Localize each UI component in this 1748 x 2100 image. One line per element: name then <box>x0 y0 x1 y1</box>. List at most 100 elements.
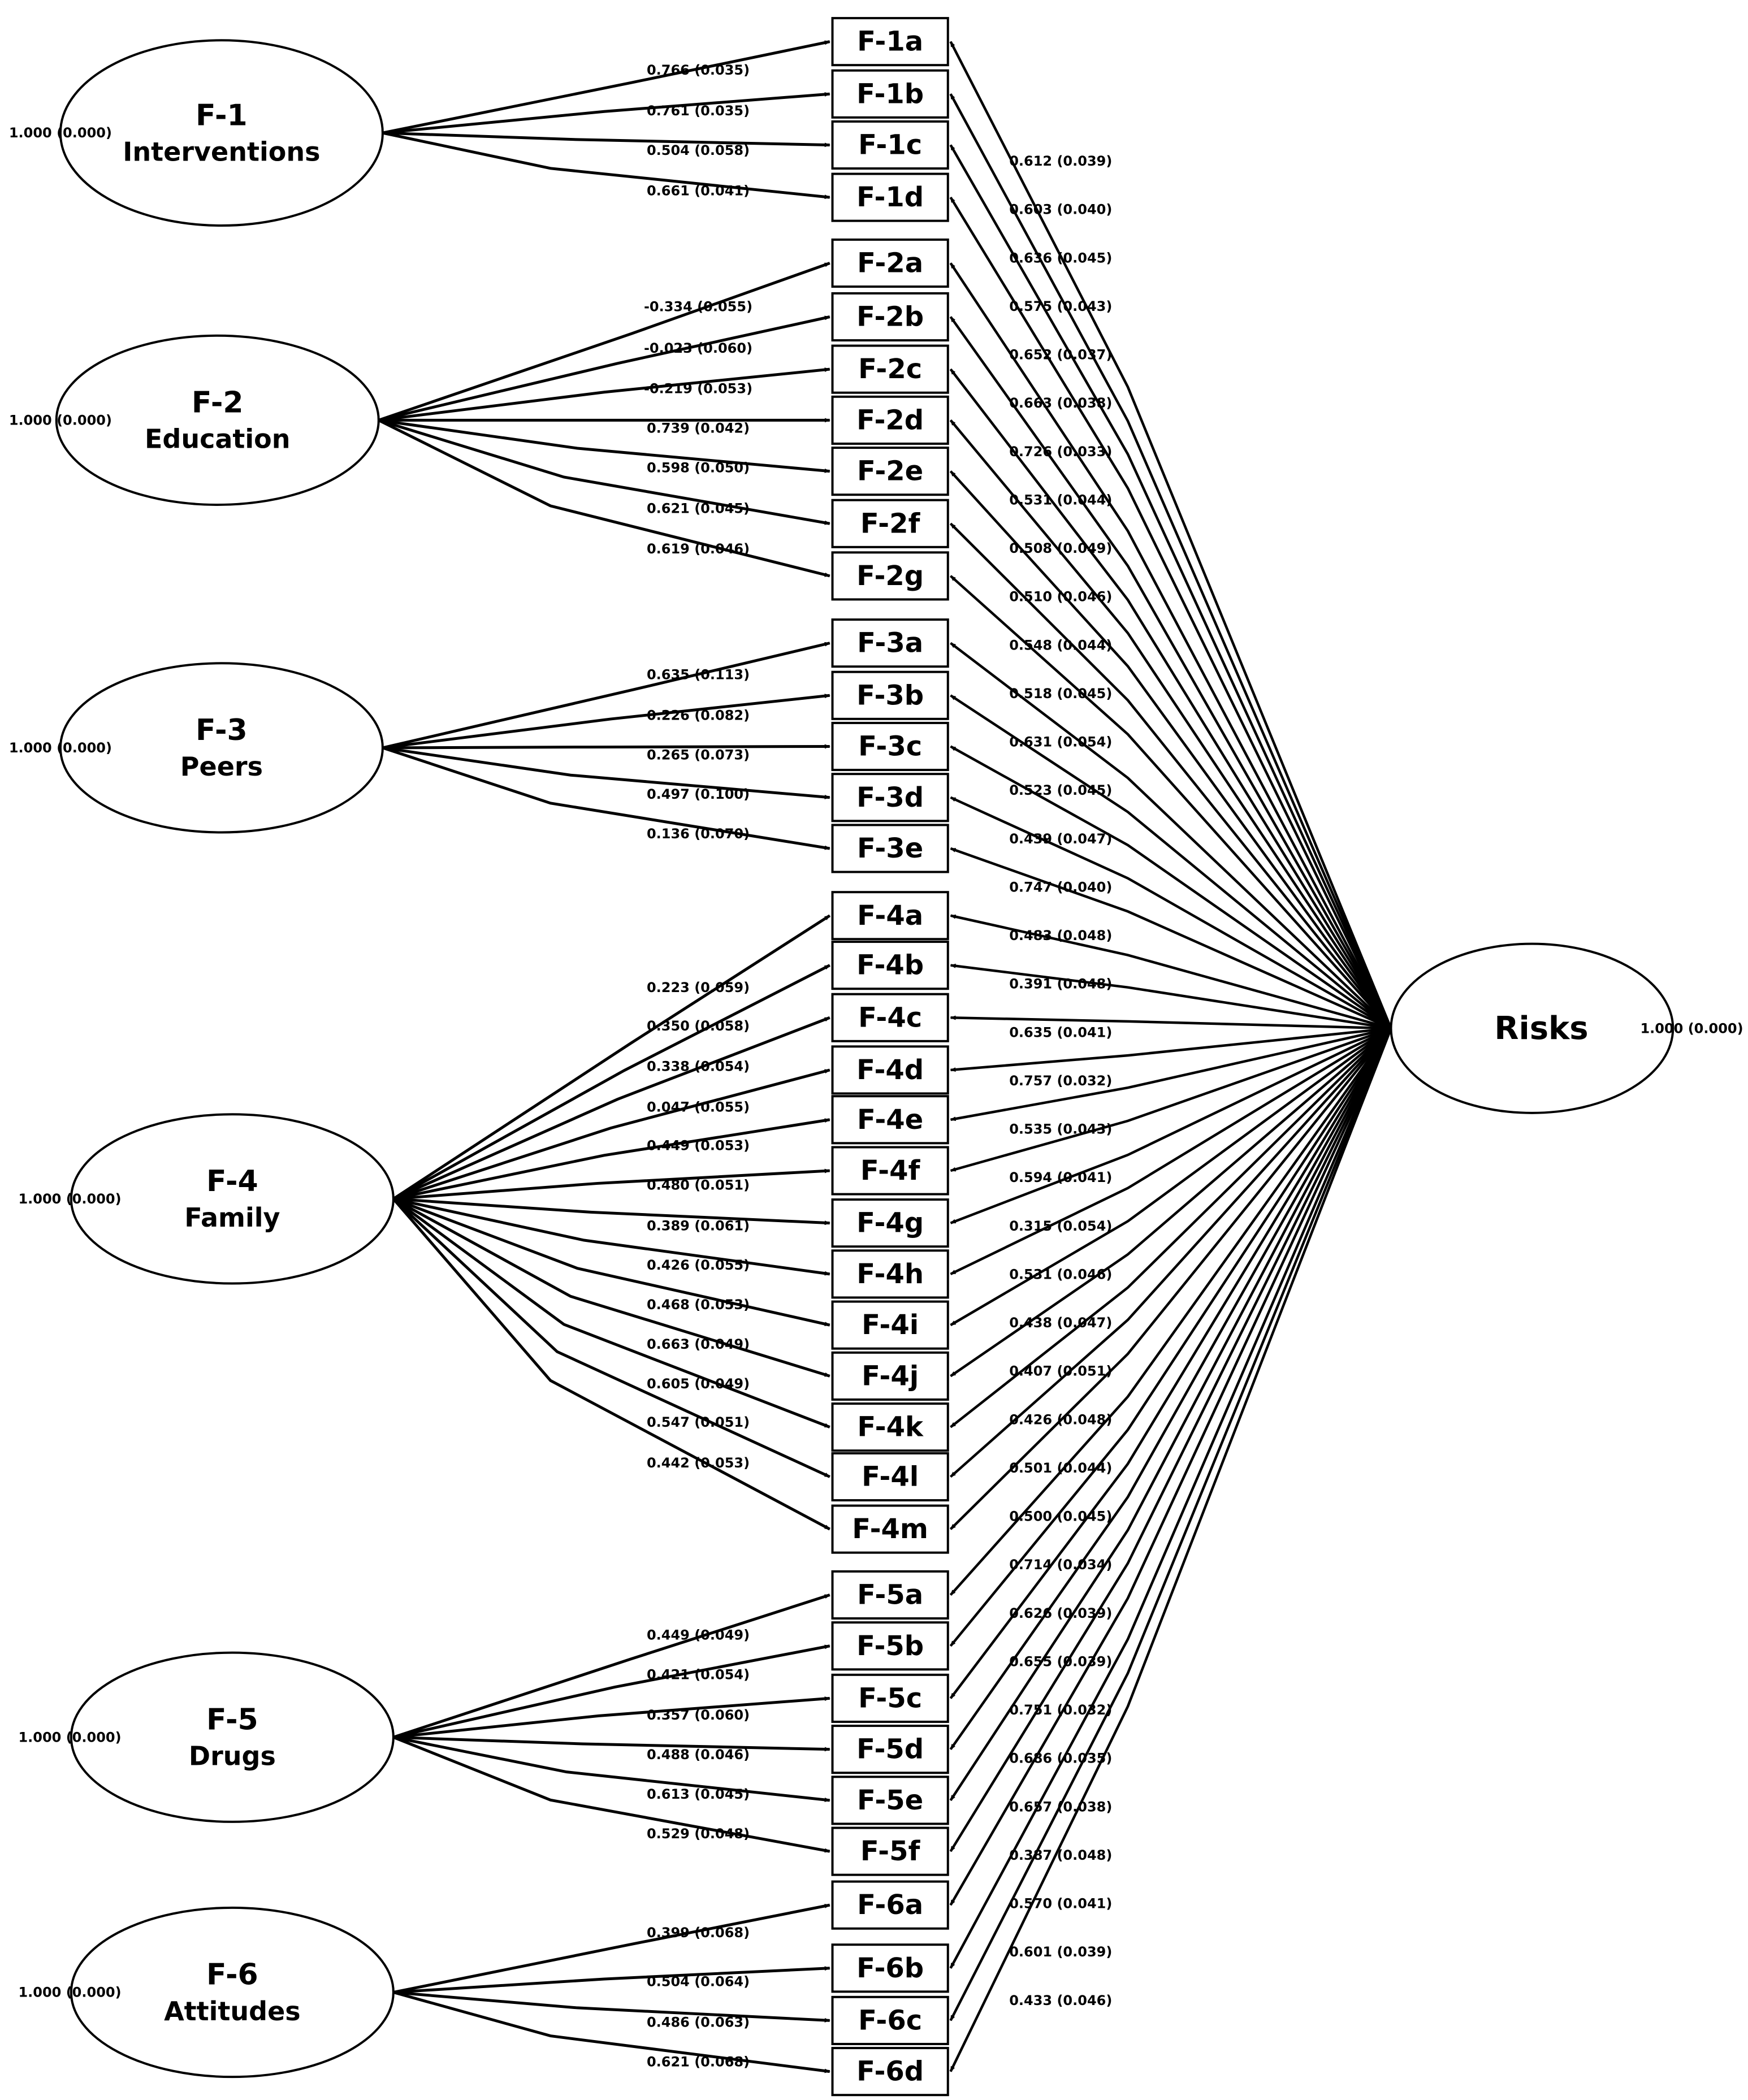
loading-label: 0.661 (0.041) <box>647 183 750 199</box>
risk-loading-arrow <box>950 963 1391 1030</box>
loading-label: 0.504 (0.058) <box>647 142 750 158</box>
indicator-label: F-4h <box>856 1258 924 1290</box>
factor-ellipse-f1 <box>59 39 384 227</box>
loading-arrow-f2-1 <box>378 315 830 422</box>
loading-label: 0.468 (0.053) <box>647 1297 750 1313</box>
loading-label: 0.480 (0.051) <box>647 1177 750 1193</box>
risk-loading-arrow <box>949 1028 1392 2021</box>
risk-loading-arrow <box>949 1028 1392 1750</box>
loading-arrow-f2-6 <box>378 419 830 578</box>
risk-loading-arrow <box>950 914 1392 1030</box>
loading-label: 0.223 (0.059) <box>647 980 750 995</box>
indicator-box <box>831 395 949 445</box>
indicator-box <box>831 670 949 720</box>
loading-arrow-f6-2 <box>393 1991 830 2023</box>
factor-name-f2: F-2 <box>192 386 244 420</box>
risk-loading-label: 0.612 (0.039) <box>1009 153 1112 169</box>
loading-arrow-f4-0 <box>392 914 831 1200</box>
risk-loading-label: 0.531 (0.044) <box>1009 492 1112 508</box>
loading-label: 0.488 (0.046) <box>647 1747 750 1763</box>
loading-label: 0.449 (0.053) <box>647 1138 750 1154</box>
risk-loading-arrow <box>949 1028 1392 1906</box>
loading-label: 0.613 (0.045) <box>647 1786 750 1802</box>
risk-loading-label: 0.652 (0.037) <box>1009 347 1112 363</box>
loading-label: -0.219 (0.053) <box>644 381 752 397</box>
indicator-label: F-4k <box>857 1411 924 1443</box>
risk-loading-arrow <box>950 1027 1391 1122</box>
risk-loading-label: 0.439 (0.047) <box>1009 831 1112 847</box>
factor-label-f3: Peers <box>180 751 263 782</box>
risk-loading-label: 0.391 (0.048) <box>1009 976 1112 992</box>
risk-loading-arrow <box>949 1027 1392 1596</box>
factor-variance-f1: 1.000 (0.000) <box>9 125 112 141</box>
indicator-label: F-2c <box>858 353 922 385</box>
risk-loading-arrow <box>950 642 1392 1029</box>
loading-label: 0.226 (0.082) <box>647 707 750 723</box>
indicator-box <box>831 1300 949 1350</box>
indicator-box <box>831 238 949 288</box>
indicator-box <box>831 891 949 941</box>
risk-loading-label: 0.500 (0.045) <box>1009 1509 1112 1525</box>
factor-variance-f5: 1.000 (0.000) <box>18 1729 121 1745</box>
loading-label: 0.635 (0.113) <box>647 667 750 683</box>
indicator-box <box>831 120 949 170</box>
loading-label: 0.350 (0.058) <box>647 1018 750 1034</box>
loading-arrow-f3-4 <box>382 746 830 850</box>
indicator-label: F-4b <box>856 950 924 981</box>
factor-label-f2: Education <box>145 424 291 454</box>
indicator-label: F-4f <box>860 1155 921 1187</box>
factor-name-f3: F-3 <box>196 713 248 747</box>
indicator-box <box>831 824 949 873</box>
risk-loading-arrow <box>949 368 1392 1029</box>
indicator-box <box>831 551 949 601</box>
indicator-label: F-3c <box>858 731 922 763</box>
risk-loading-label: 0.570 (0.041) <box>1009 1896 1112 1912</box>
loading-arrow-f4-2 <box>392 1016 830 1201</box>
factor-variance-f4: 1.000 (0.000) <box>18 1191 121 1207</box>
risk-loading-label: 0.518 (0.045) <box>1009 686 1112 702</box>
indicator-label: F-4i <box>862 1309 919 1341</box>
risk-loading-arrow <box>950 1027 1392 1224</box>
factor-name-f1: F-1 <box>196 98 248 132</box>
risk-loading-label: 0.501 (0.044) <box>1009 1460 1112 1476</box>
risk-loading-label: 0.601 (0.039) <box>1009 1944 1112 1960</box>
risk-loading-arrow <box>949 262 1392 1029</box>
indicator-box <box>831 993 949 1042</box>
risk-loading-arrow <box>949 1027 1392 1530</box>
loading-label: 0.497 (0.100) <box>647 786 750 802</box>
risk-loading-arrow <box>949 470 1392 1029</box>
risk-loading-label: 0.594 (0.041) <box>1009 1170 1112 1185</box>
loading-arrow-f6-1 <box>393 1966 830 1994</box>
indicator-box <box>831 1351 949 1401</box>
risk-loading-arrow <box>950 1027 1392 1378</box>
indicator-label: F-4l <box>862 1461 919 1493</box>
loading-arrow-f4-3 <box>393 1068 830 1201</box>
risks-ellipse <box>1390 942 1675 1114</box>
factor-label-f1: Interventions <box>123 136 320 167</box>
indicator-box <box>831 1776 949 1825</box>
loading-arrow-f4-6 <box>393 1197 830 1226</box>
indicator-box <box>831 447 949 496</box>
indicator-box <box>831 1826 949 1876</box>
risk-loading-label: 0.548 (0.044) <box>1009 637 1112 653</box>
risk-loading-arrow <box>949 1028 1392 1699</box>
factor-ellipse-f2 <box>55 334 380 506</box>
indicator-label: F-5f <box>860 1835 921 1867</box>
indicator-box <box>831 1570 949 1620</box>
indicator-box <box>831 172 949 222</box>
indicator-label: F-5e <box>857 1785 923 1816</box>
factor-ellipse-f4 <box>70 1113 395 1285</box>
loading-arrow-f2-2 <box>378 367 830 422</box>
indicator-label: F-3e <box>857 833 923 864</box>
risk-loading-label: 0.433 (0.046) <box>1009 1993 1112 2008</box>
indicator-box <box>831 1452 949 1502</box>
risk-loading-label: 0.510 (0.046) <box>1009 589 1112 605</box>
loading-arrow-f2-0 <box>378 262 830 422</box>
indicator-label: F-3a <box>857 627 923 659</box>
risk-loading-label: 0.426 (0.048) <box>1009 1411 1112 1427</box>
factor-ellipse-f6 <box>70 1906 395 2079</box>
risk-loading-label: 0.726 (0.033) <box>1009 444 1112 460</box>
loading-label: 0.449 (0.049) <box>647 1627 750 1643</box>
indicator-box <box>831 1880 949 1930</box>
indicator-box <box>831 1146 949 1196</box>
